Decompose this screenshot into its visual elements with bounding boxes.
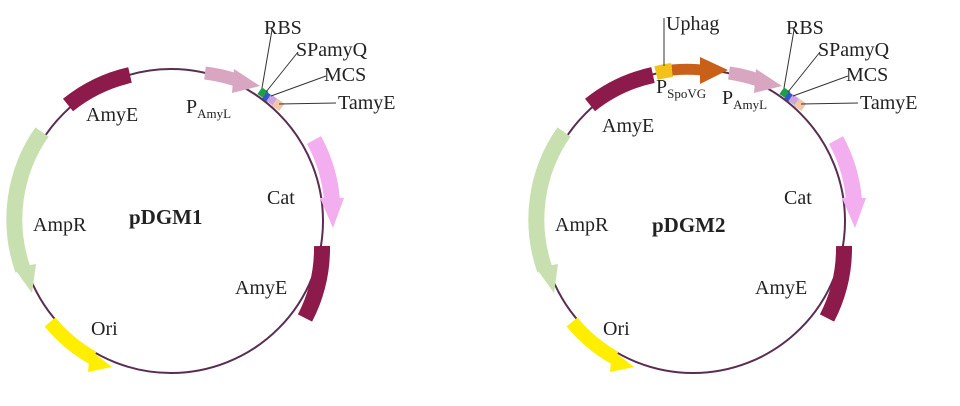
tamye-block — [793, 98, 807, 111]
label-ori: Ori — [603, 318, 630, 340]
callout-leaders — [663, 18, 859, 105]
plasmid-map-pdgm2: Uphag RBS SPamyQ MCS TamyE PSpoVG PAmyL … — [528, 13, 917, 374]
insert-cassette — [257, 87, 285, 111]
p-spovg-promoter-arrow — [671, 57, 728, 84]
label-rbs: RBS — [264, 17, 302, 39]
label-amye-bottom: AmyE — [755, 277, 807, 299]
p-amyl-promoter-arrow — [727, 66, 782, 93]
ampr-gene-arrow — [528, 127, 571, 293]
callout-leaders — [261, 29, 337, 105]
label-amye-top: AmyE — [602, 115, 654, 137]
label-p-spovg: PSpoVG — [656, 76, 706, 101]
ori-arrow — [44, 317, 112, 372]
ori-arrow — [566, 317, 634, 372]
label-ampr: AmpR — [555, 214, 609, 236]
plasmid-map-pdgm1: RBS SPamyQ MCS TamyE AmyE PAmyL Cat AmyE… — [6, 17, 395, 374]
label-rbs: RBS — [786, 17, 824, 39]
label-p-amyl: PAmyL — [186, 96, 231, 121]
amye-bottom-segment — [819, 245, 853, 322]
label-cat: Cat — [267, 187, 295, 209]
insert-cassette — [779, 87, 807, 111]
label-amye-bottom: AmyE — [235, 277, 287, 299]
amye-top-segment — [584, 67, 655, 112]
label-ori: Ori — [91, 318, 118, 340]
amye-top-segment — [62, 67, 132, 112]
label-uphag: Uphag — [666, 13, 719, 35]
label-amye-top: AmyE — [86, 104, 138, 126]
label-mcs: MCS — [846, 64, 888, 86]
label-spamyq: SPamyQ — [296, 39, 368, 61]
uphag-segment — [654, 63, 673, 80]
tamye-block — [271, 98, 285, 111]
cat-gene-arrow — [306, 136, 344, 228]
ampr-gene-arrow — [6, 127, 49, 293]
spamyq-block — [262, 92, 272, 102]
cat-gene-arrow — [828, 136, 866, 228]
label-cat: Cat — [784, 187, 812, 209]
label-ampr: AmpR — [33, 214, 87, 236]
label-spamyq: SPamyQ — [818, 39, 890, 61]
label-tamye: TamyE — [338, 92, 395, 114]
amye-bottom-segment — [297, 245, 331, 322]
label-tamye: TamyE — [860, 92, 917, 114]
plasmid-name-pdgm1: pDGM1 — [129, 205, 203, 229]
spamyq-block — [784, 92, 794, 102]
label-mcs: MCS — [324, 64, 366, 86]
label-p-amyl: PAmyL — [722, 87, 767, 112]
plasmid-name-pdgm2: pDGM2 — [652, 213, 726, 237]
p-amyl-promoter-arrow — [204, 66, 260, 93]
